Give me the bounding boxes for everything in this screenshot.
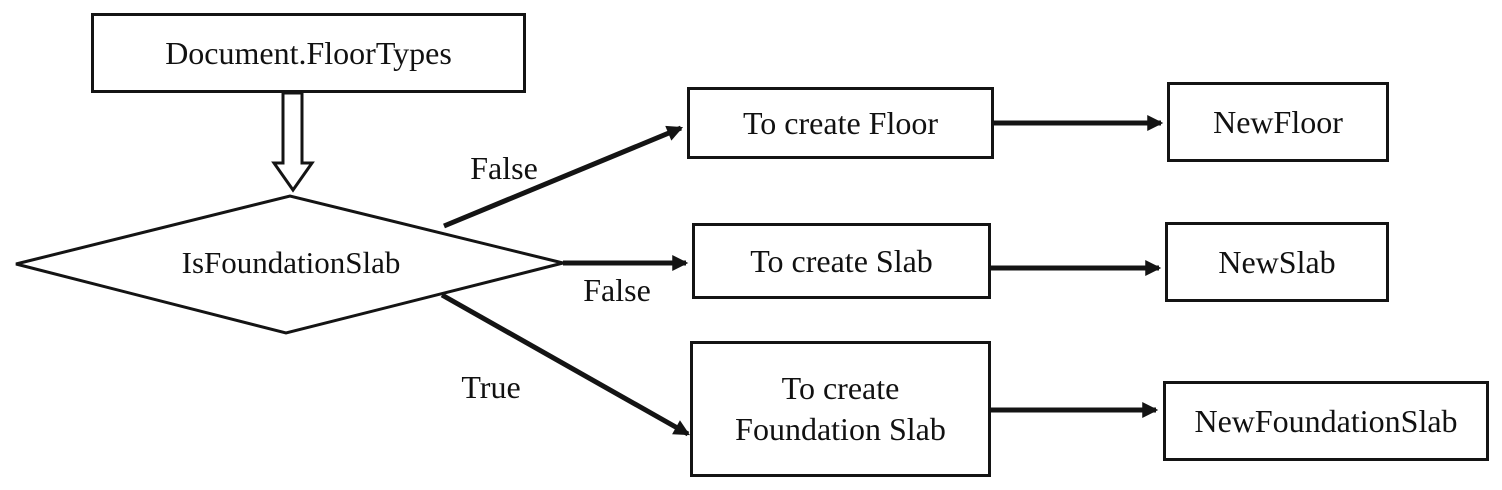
edge-label-false-floor: False [470,150,538,186]
node-to-create-slab: To create Slab [692,223,991,299]
node-to-create-floor: To create Floor [687,87,994,159]
node-to-create-foundation-slab-line1: To create [781,370,900,407]
node-document-floortypes: Document.FloorTypes [91,13,526,93]
edge-label-false-slab: False [583,272,651,308]
node-to-create-foundation-slab: To create Foundation Slab [690,341,991,477]
node-new-foundation-slab: NewFoundationSlab [1163,381,1489,461]
node-new-floor: NewFloor [1167,82,1389,162]
node-to-create-floor-label: To create Floor [742,104,938,141]
node-isfoundationslab-label: IsFoundationSlab [181,245,401,280]
node-document-floortypes-label: Document.FloorTypes [165,34,452,71]
node-new-slab-label: NewSlab [1218,243,1336,280]
node-new-floor-label: NewFloor [1213,103,1343,140]
node-new-foundation-slab-label: NewFoundationSlab [1194,402,1458,439]
node-to-create-foundation-slab-line2: Foundation Slab [735,411,946,447]
edge-decision-to-create-foundation-slab [440,292,690,437]
edge-decision-to-create-floor [443,125,684,229]
node-to-create-slab-label: To create Slab [750,242,933,279]
edge-label-true-foundation: True [461,369,521,405]
node-new-slab: NewSlab [1165,222,1389,302]
block-down-arrow [271,91,315,193]
